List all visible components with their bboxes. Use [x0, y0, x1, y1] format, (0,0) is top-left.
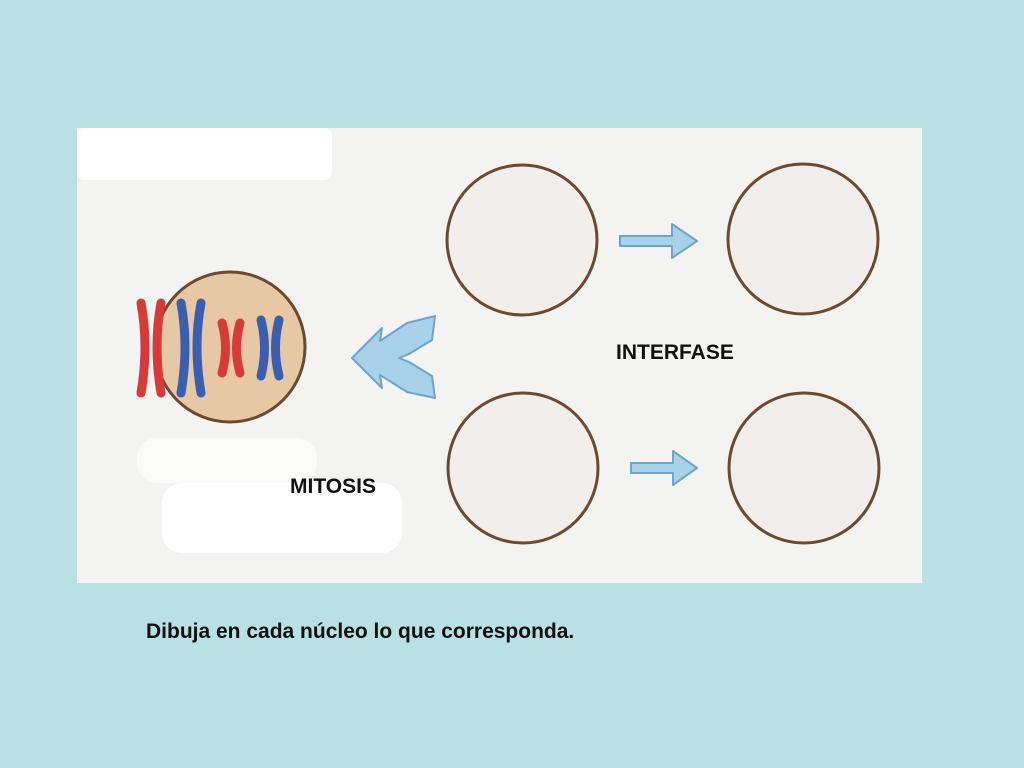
diagram-canvas: [77, 128, 881, 553]
chromosome-red-large: [136, 298, 166, 398]
double-arrow-icon: [351, 315, 436, 399]
paper-patch: [162, 483, 402, 553]
right-arrow-icon: [630, 450, 698, 486]
nucleus-bottom-left: [446, 391, 600, 545]
right-arrow-icon: [619, 223, 698, 259]
mitosis-diagram: INTERFASE MITOSIS: [77, 128, 922, 583]
nucleus-top-left: [445, 163, 599, 317]
instruction-text: Dibuja en cada núcleo lo que corresponda…: [146, 620, 575, 643]
chromosome-red-small: [217, 318, 245, 378]
mitosis-label: MITOSIS: [290, 475, 376, 498]
paper-patch: [137, 438, 317, 483]
nucleus-bottom-right: [727, 391, 881, 545]
paper-patch: [77, 128, 332, 180]
nucleus-top-right: [726, 162, 880, 316]
interfase-label: INTERFASE: [616, 341, 734, 364]
parent-nucleus-circle: [153, 270, 307, 424]
split-arrow: [351, 315, 436, 399]
parent-nucleus: [136, 270, 307, 424]
chromosome-blue-small: [256, 315, 284, 381]
chromosome-blue-large: [176, 298, 206, 398]
